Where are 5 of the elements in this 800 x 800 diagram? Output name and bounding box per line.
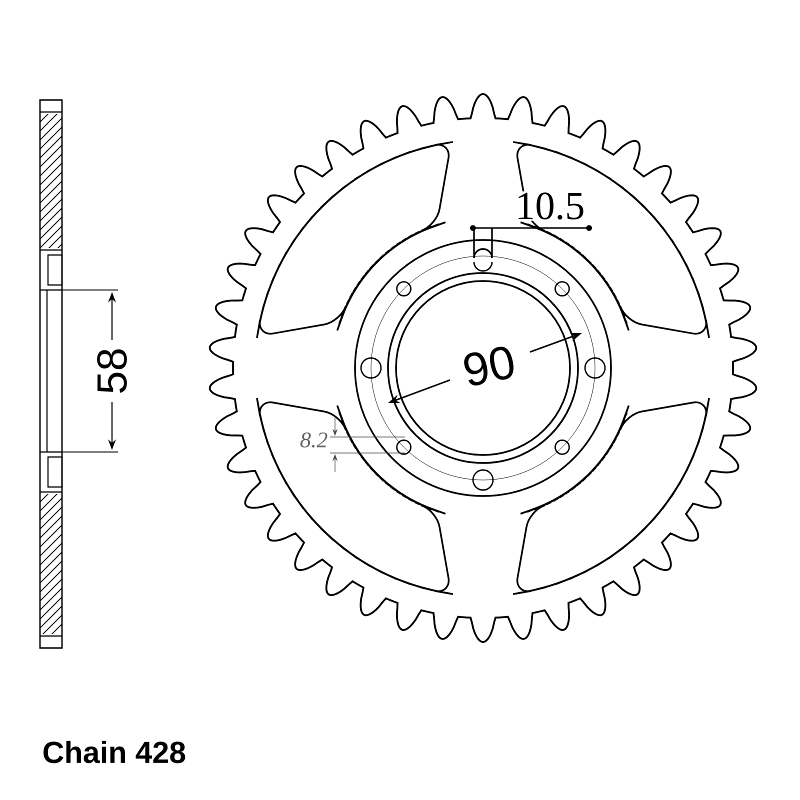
dimension-label: 58	[97, 349, 127, 393]
dimension-label: 10.5	[514, 191, 586, 221]
dimension-label: 90	[464, 346, 514, 386]
dimension-label: 8.2	[300, 432, 328, 448]
chain-label: Chain 428	[43, 740, 186, 764]
